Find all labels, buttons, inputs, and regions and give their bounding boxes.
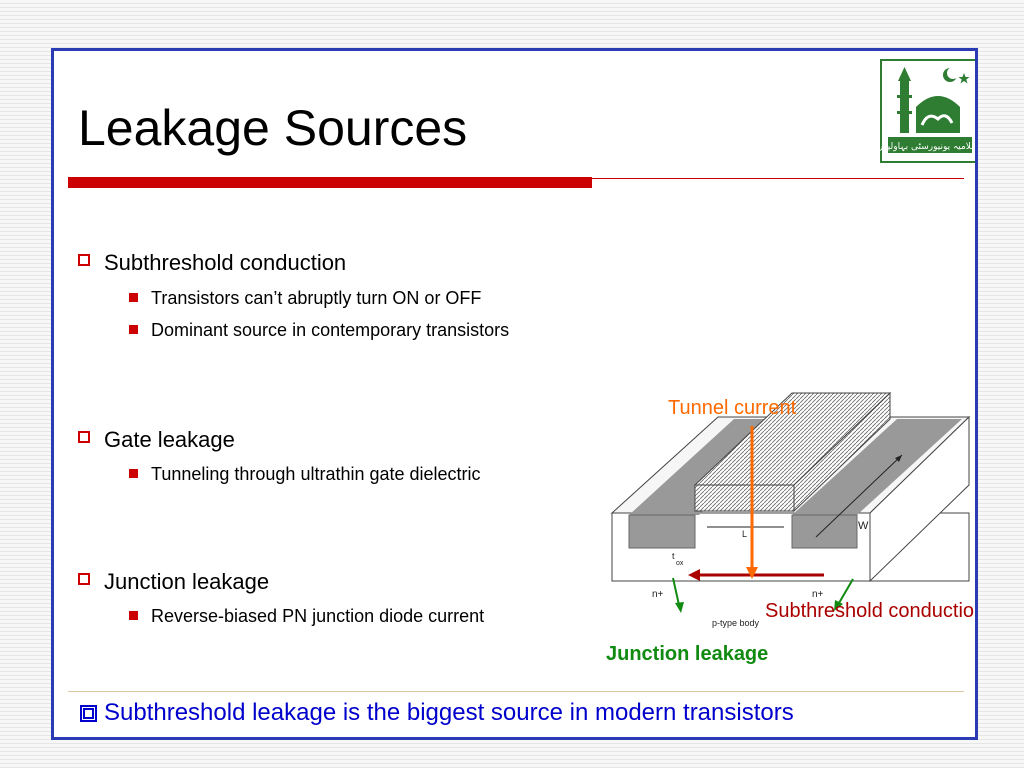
drain-region-top xyxy=(792,419,962,515)
filled-square-bullet-icon xyxy=(129,293,138,302)
source-label: n+ xyxy=(652,589,664,600)
subthreshold-label: Subthreshold conduction xyxy=(765,600,978,622)
sub-bullet-text: Reverse-biased PN junction diode current xyxy=(151,606,485,626)
junction-arrowhead-left-icon xyxy=(675,602,684,613)
width-label: W xyxy=(858,520,869,532)
filled-square-bullet-icon xyxy=(129,469,138,478)
sub-bullet-text: Transistors can’t abruptly turn ON or OF… xyxy=(151,288,482,308)
hollow-square-bullet-icon xyxy=(78,431,90,443)
subthreshold-arrowhead-icon xyxy=(688,569,700,581)
tunnel-current-label: Tunnel current xyxy=(668,397,797,419)
tunnel-arrowhead-icon xyxy=(746,567,758,579)
length-label: L xyxy=(742,529,747,539)
university-logo: اسلامیہ یونیورسٹی بہاولپور xyxy=(880,59,978,163)
summary-line: Subthreshold leakage is the biggest sour… xyxy=(78,699,794,727)
filled-square-bullet-icon xyxy=(129,611,138,620)
gate-front xyxy=(694,484,795,512)
body-label: p-type body xyxy=(712,618,760,628)
junction-arrow-right xyxy=(838,578,854,604)
drain-label: n+ xyxy=(812,589,824,600)
checkbox-bullet-icon xyxy=(80,705,97,722)
tox-subscript: ox xyxy=(676,560,684,567)
title-underline-thin xyxy=(592,178,964,179)
hollow-square-bullet-icon xyxy=(78,573,90,585)
width-dimension-line xyxy=(815,454,903,538)
logo-caption: اسلامیہ یونیورسٹی بہاولپور xyxy=(880,142,978,152)
transistor-leakage-diagram: W L t ox n+ n+ p-type body Tunnel curren… xyxy=(606,391,978,665)
summary-text: Subthreshold leakage is the biggest sour… xyxy=(104,699,794,726)
title-underline-thick xyxy=(68,177,592,188)
hollow-square-bullet-icon xyxy=(78,254,90,266)
sub-bullet-text: Dominant source in contemporary transist… xyxy=(151,320,510,340)
width-arrowhead-icon xyxy=(895,455,902,462)
source-region xyxy=(628,514,696,549)
slide: Leakage Sources اسلامیہ یونیورسٹی بہاولپ… xyxy=(51,48,978,740)
sub-bullet-text: Tunneling through ultrathin gate dielect… xyxy=(151,464,481,484)
tox-label: t xyxy=(672,551,675,561)
bullet-junction-leakage: Junction leakage xyxy=(54,569,269,595)
sub-bullet-abrupt: Transistors can’t abruptly turn ON or OF… xyxy=(54,288,481,309)
summary-divider xyxy=(68,691,964,692)
junction-leakage-label: Junction leakage xyxy=(606,643,768,665)
bullet-subthreshold: Subthreshold conduction xyxy=(54,250,346,276)
sub-bullet-tunneling: Tunneling through ultrathin gate dielect… xyxy=(54,464,481,485)
sub-bullet-dominant: Dominant source in contemporary transist… xyxy=(54,320,509,341)
bullet-text: Gate leakage xyxy=(104,427,235,452)
gate-side xyxy=(793,391,891,513)
bullet-text: Junction leakage xyxy=(104,569,270,594)
sub-bullet-reverse-biased: Reverse-biased PN junction diode current xyxy=(54,606,484,627)
drain-region xyxy=(791,514,858,549)
filled-square-bullet-icon xyxy=(129,325,138,334)
junction-arrow-left xyxy=(672,577,680,606)
bullet-gate-leakage: Gate leakage xyxy=(54,427,235,453)
junction-arrowhead-right-icon xyxy=(834,600,843,611)
slide-title: Leakage Sources xyxy=(78,100,468,156)
bullet-text: Subthreshold conduction xyxy=(104,250,347,275)
